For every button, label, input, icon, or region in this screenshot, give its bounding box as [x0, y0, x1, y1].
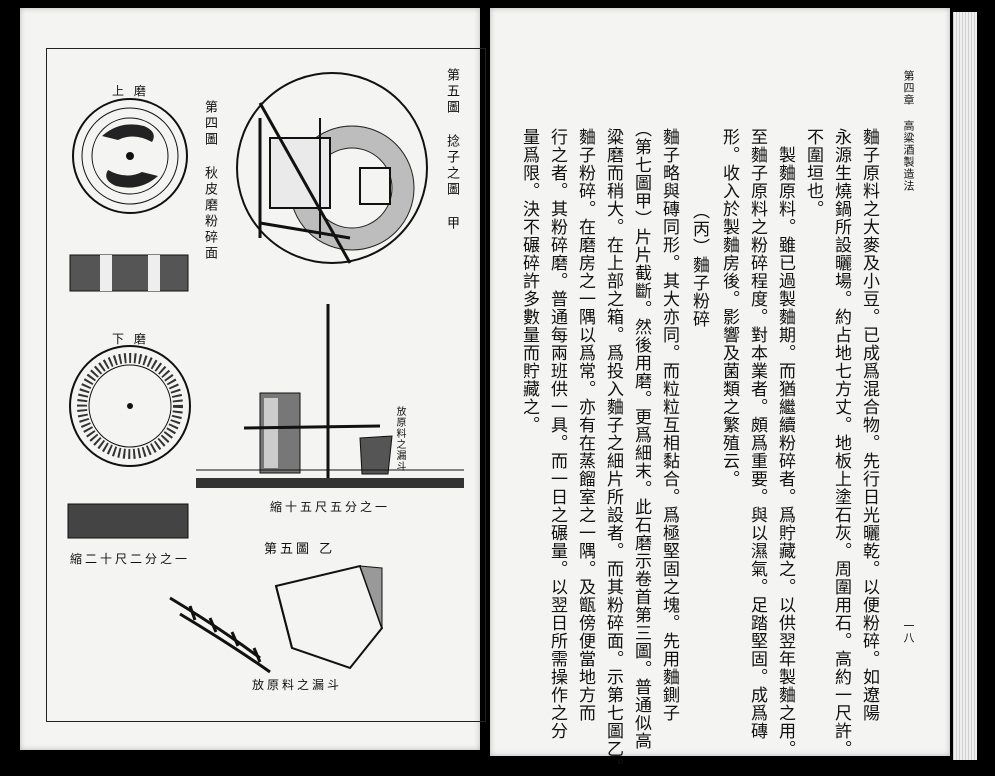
lower-mill-label: 下 磨 — [112, 332, 149, 346]
fig5-circle-drawing — [236, 72, 428, 264]
fig5b-title: 第五圖 乙 — [264, 542, 336, 557]
text-column: 製麯原料。雖已過製麯期。而猶繼續粉碎者。爲貯藏之。以供翌年製麯之用。 — [775, 146, 795, 758]
mill-illustrations — [67, 72, 464, 674]
text-column: 至麯子原料之粉碎程度。對本業者。頗爲重要。與以濕氣。足踏堅固。成爲磚 — [747, 128, 767, 740]
scale-note-left: 縮二十尺二分之一 — [70, 552, 191, 566]
page-edge — [953, 12, 977, 760]
section-heading: （丙）麯子粉碎 — [689, 202, 709, 328]
text-column: 不圍垣也。 — [803, 128, 823, 218]
hopper-label: 放原料之漏斗 — [252, 678, 343, 692]
text-column: 行之者。其粉碎磨。普通每兩班供一具。而一日之碾量。以翌日所需操作之分 — [547, 128, 567, 740]
text-column: （第七圖甲）片片截斷。然後用磨。更爲細末。此石磨示卷首第三圖。普通似高 — [631, 120, 651, 750]
page-number: 一八 — [902, 620, 915, 644]
fig4-title: 第四圖 秋皮磨粉碎面 — [202, 100, 217, 262]
fig5-title: 第五圖 捻子之圖 甲 — [444, 68, 459, 232]
text-column: 麯子粉碎。在磨房之一隅以爲常。亦有在蒸餾室之一隅。及甑傍便當地方而 — [575, 128, 595, 722]
hopper-label-small: 放原料之漏斗 — [394, 406, 405, 472]
grinding-band-upper — [69, 254, 189, 292]
right-page: 第四章 高粱酒製造法 一八 麯子原料之大麥及小豆。已成爲混合物。先行日光曬乾。以… — [490, 8, 950, 776]
mill-side-drawing — [196, 304, 464, 488]
text-column: 粱磨而稍大。在上部之箱。爲投入麯子之細片所設者。而其粉碎面。示第七圖乙。 — [603, 128, 623, 776]
chapter-header: 第四章 高粱酒製造法 — [902, 70, 915, 192]
scale-note-right: 縮十五尺五分之一 — [270, 500, 391, 514]
left-page: 第五圖 捻子之圖 甲 第四圖 秋皮磨粉碎面 上 磨 下 磨 放原料之漏斗 縮十五… — [20, 8, 486, 750]
upper-mill-drawing — [72, 98, 188, 214]
hopper-drawing — [169, 564, 384, 674]
figure-frame — [46, 48, 486, 722]
text-column: 麯子原料之大麥及小豆。已成爲混合物。先行日光曬乾。以便粉碎。如遼陽 — [859, 128, 879, 722]
lower-mill-drawing — [69, 345, 191, 467]
text-column: 量爲限。決不碾碎許多數量而貯藏之。 — [519, 128, 539, 434]
upper-mill-label: 上 磨 — [112, 84, 149, 98]
grinding-band-lower — [67, 503, 189, 539]
text-column: 形。收入於製麯房後。影響及菌類之繁殖云。 — [719, 128, 739, 488]
text-column: 永源生燒鍋所設曬場。約占地七方丈。地板上塗石灰。周圍用石。高約一尺許。 — [831, 128, 851, 758]
text-column: 麯子略與磚同形。其大亦同。而粒粒互相黏合。爲極堅固之塊。先用麯鍘子 — [659, 128, 679, 722]
